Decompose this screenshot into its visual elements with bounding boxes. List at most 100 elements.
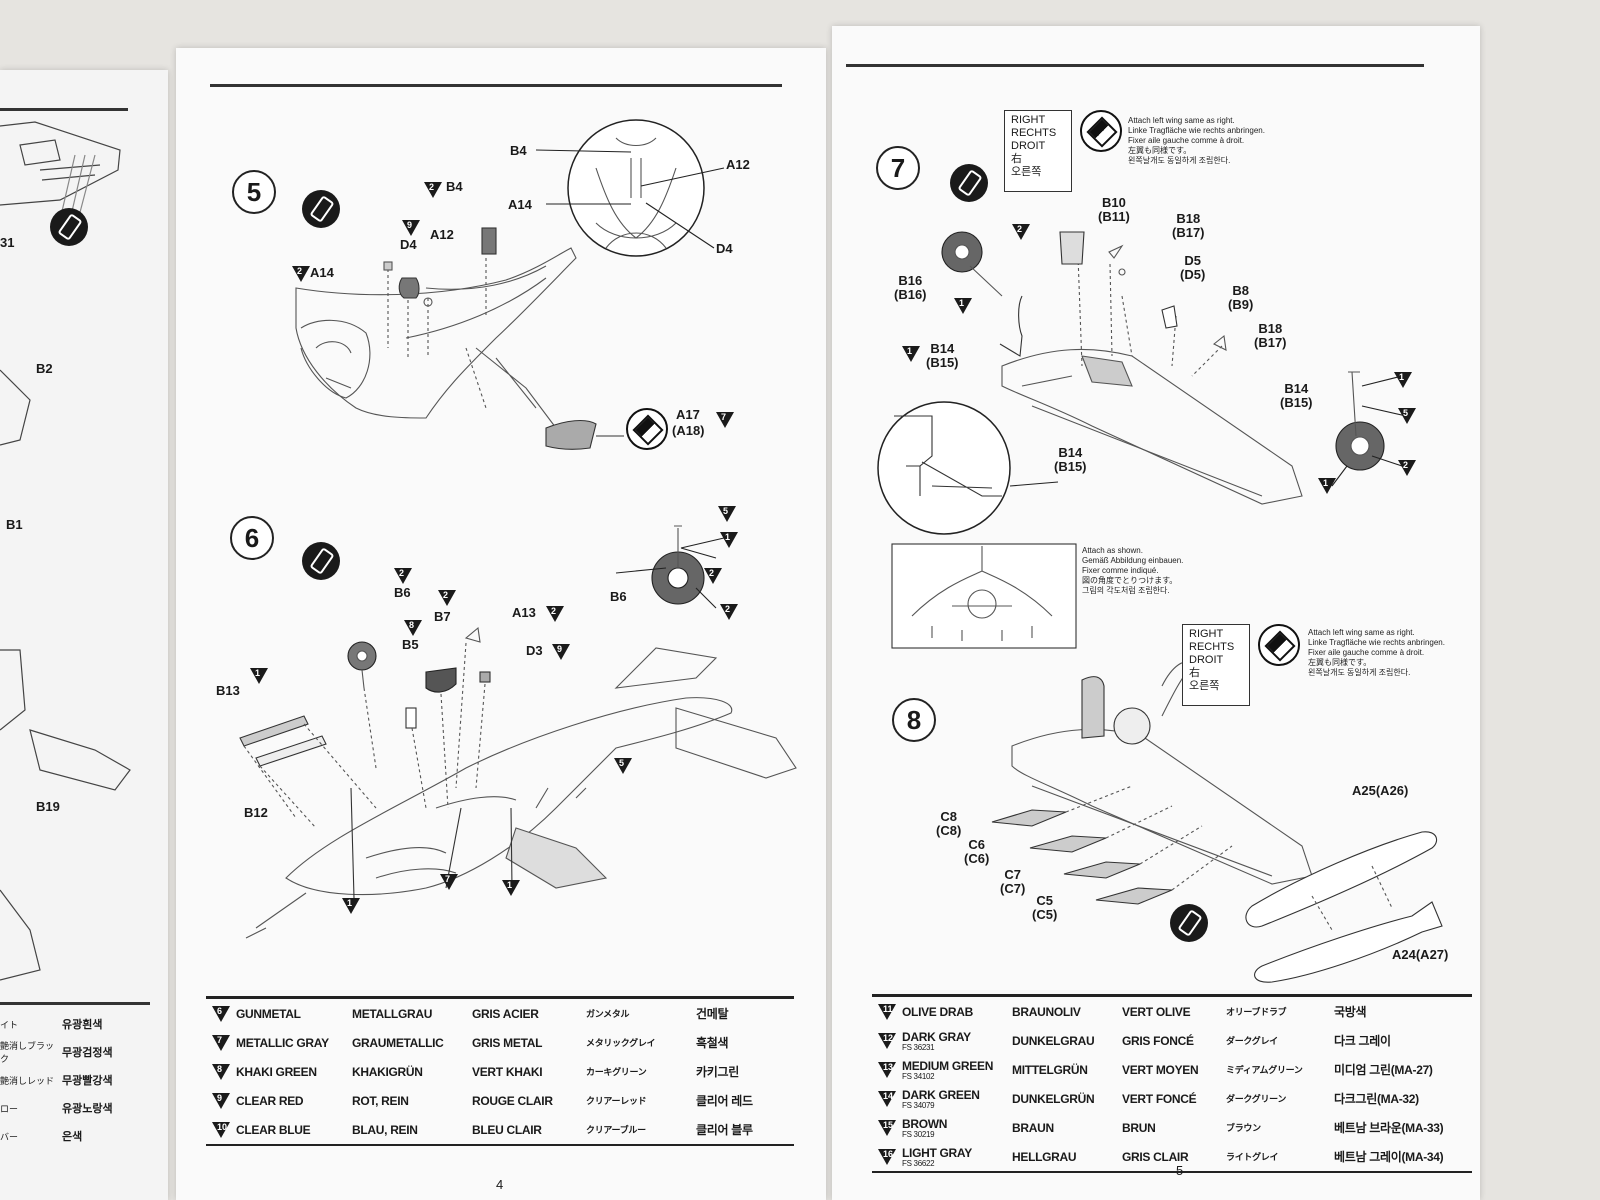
- detail-label-b4: B4: [510, 143, 527, 158]
- paint-name-jp: クリアーブルー: [586, 1125, 646, 1135]
- paint-mark: 1: [954, 298, 972, 314]
- paint-name-fr: GRIS METAL: [472, 1035, 543, 1050]
- paint-name-fr: VERT MOYEN: [1122, 1062, 1199, 1077]
- part-label-c6: C6(C6): [964, 837, 990, 866]
- paint-name-kr: 클리어 블루: [696, 1123, 753, 1137]
- paint-name-de: HELLGRAU: [1012, 1149, 1077, 1164]
- paint-mark: 7: [716, 412, 734, 428]
- paint-name-kr: 미디엄 그린(MA-27): [1334, 1063, 1433, 1077]
- paint-number-marker: 16: [872, 1146, 902, 1168]
- fs-number: FS 36622: [902, 1158, 935, 1168]
- detail-label-a14: A14: [508, 197, 532, 212]
- fs-number: FS 34079: [902, 1100, 935, 1110]
- header-rule: [0, 108, 128, 111]
- step-8-number: 8: [892, 698, 936, 742]
- paint-name-kr: 클리어 레드: [696, 1094, 753, 1108]
- part-label-b4: B4: [446, 179, 463, 194]
- left-right-symbol: [626, 408, 668, 450]
- paint-name-jp: ダークグリーン: [1226, 1094, 1287, 1104]
- paint-mark: 1: [342, 898, 360, 914]
- instruction-page-4: 5 B4 A12 A14 D4 2 B4 9 D4 A12 2 A14 A17 …: [176, 48, 826, 1200]
- paint-mark: 1: [902, 346, 920, 362]
- part-label-a24: A24(A27): [1392, 947, 1449, 962]
- paint-kr: 무광빨강색: [62, 1075, 113, 1087]
- paint-name-fr: GRIS ACIER: [472, 1006, 539, 1021]
- paint-name-de: DUNKELGRÜN: [1012, 1091, 1095, 1106]
- instruction-page-5: 7 RIGHT RECHTS DROIT 右 오른쪽 Attach left w…: [832, 26, 1480, 1200]
- glue-icon: [302, 542, 340, 580]
- paint-name-fr: ROUGE CLAIR: [472, 1093, 553, 1108]
- paint-name-de: MITTELGRÜN: [1012, 1062, 1088, 1077]
- part-label-b18-lower: B18(B17): [1254, 321, 1287, 350]
- paint-name-jp: ブラウン: [1226, 1123, 1261, 1133]
- paint-name-fr: GRIS FONCÉ: [1122, 1033, 1194, 1048]
- part-label-a13: A13: [512, 605, 536, 620]
- glue-icon: [302, 190, 340, 228]
- part-label-b6: B6: [394, 585, 411, 600]
- paint-name-de: BLAU, REIN: [352, 1122, 418, 1137]
- paint-name-kr: 베트남 브라운(MA-33): [1334, 1121, 1444, 1135]
- paint-name-jp: ミディアムグリーン: [1226, 1065, 1303, 1075]
- paint-mark: 1: [1394, 372, 1412, 388]
- part-label-b19: B19: [36, 799, 60, 814]
- paint-jp: バー: [0, 1131, 19, 1142]
- part-label-d4: D4: [400, 237, 417, 252]
- paint-name-jp: メタリックグレイ: [586, 1038, 656, 1048]
- page-5-drawing: [877, 231, 1443, 983]
- paint-number-marker: 13: [872, 1059, 902, 1081]
- paint-mark: 2: [704, 568, 722, 584]
- paint-mark: 8: [404, 620, 422, 636]
- part-label-d5: D5(D5): [1180, 253, 1206, 282]
- part-label-a18: (A18): [672, 423, 705, 438]
- attach-left-wing-note: Attach left wing same as right. Linke Tr…: [1308, 628, 1445, 677]
- page-number: 5: [1176, 1163, 1184, 1178]
- part-label-b14-right: B14(B15): [1280, 381, 1313, 410]
- paint-name-de: GRAUMETALLIC: [352, 1035, 444, 1050]
- paint-number-marker: 14: [872, 1088, 902, 1110]
- right-box-line: RIGHT: [1011, 114, 1046, 126]
- paint-name-jp: ガンメタル: [586, 1009, 630, 1019]
- part-label-a14: A14: [310, 265, 334, 280]
- paint-name-jp: クリアーレッド: [586, 1096, 647, 1106]
- fs-number: FS 30219: [902, 1129, 935, 1139]
- paint-number-marker: 12: [872, 1030, 902, 1052]
- paint-mark: 5: [718, 506, 736, 522]
- right-box-line: 右: [1189, 667, 1200, 679]
- part-label-b16: B16(B16): [894, 273, 927, 302]
- paint-name-kr: 건메탈: [696, 1007, 729, 1021]
- right-side-box: RIGHT RECHTS DROIT 右 오른쪽: [1004, 110, 1072, 192]
- fs-number: FS 36231: [902, 1042, 935, 1052]
- paint-mark: 7: [440, 874, 458, 890]
- paint-name-kr: 다크 그레이: [1334, 1034, 1391, 1048]
- paint-name-de: KHAKIGRÜN: [352, 1064, 423, 1079]
- header-rule: [210, 84, 782, 87]
- paint-name-en: METALLIC GRAY: [236, 1035, 329, 1050]
- paint-mark: 2: [394, 568, 412, 584]
- page-4-drawing: [239, 119, 797, 939]
- paint-mark: 1: [720, 532, 738, 548]
- paint-kr: 유광흰색: [62, 1019, 103, 1031]
- step-7-number: 7: [876, 146, 920, 190]
- paint-name-jp: オリーブドラブ: [1226, 1007, 1287, 1017]
- header-rule: [846, 64, 1424, 67]
- paint-name-jp: カーキグリーン: [586, 1067, 647, 1077]
- paint-jp: 艶消しブラック: [0, 1041, 55, 1064]
- part-label-b13: B13: [216, 683, 240, 698]
- step-5-number: 5: [232, 170, 276, 214]
- paint-name-de: DUNKELGRAU: [1012, 1033, 1095, 1048]
- paint-jp: 艶消しレッド: [0, 1075, 55, 1086]
- right-box-line: 右: [1011, 153, 1022, 165]
